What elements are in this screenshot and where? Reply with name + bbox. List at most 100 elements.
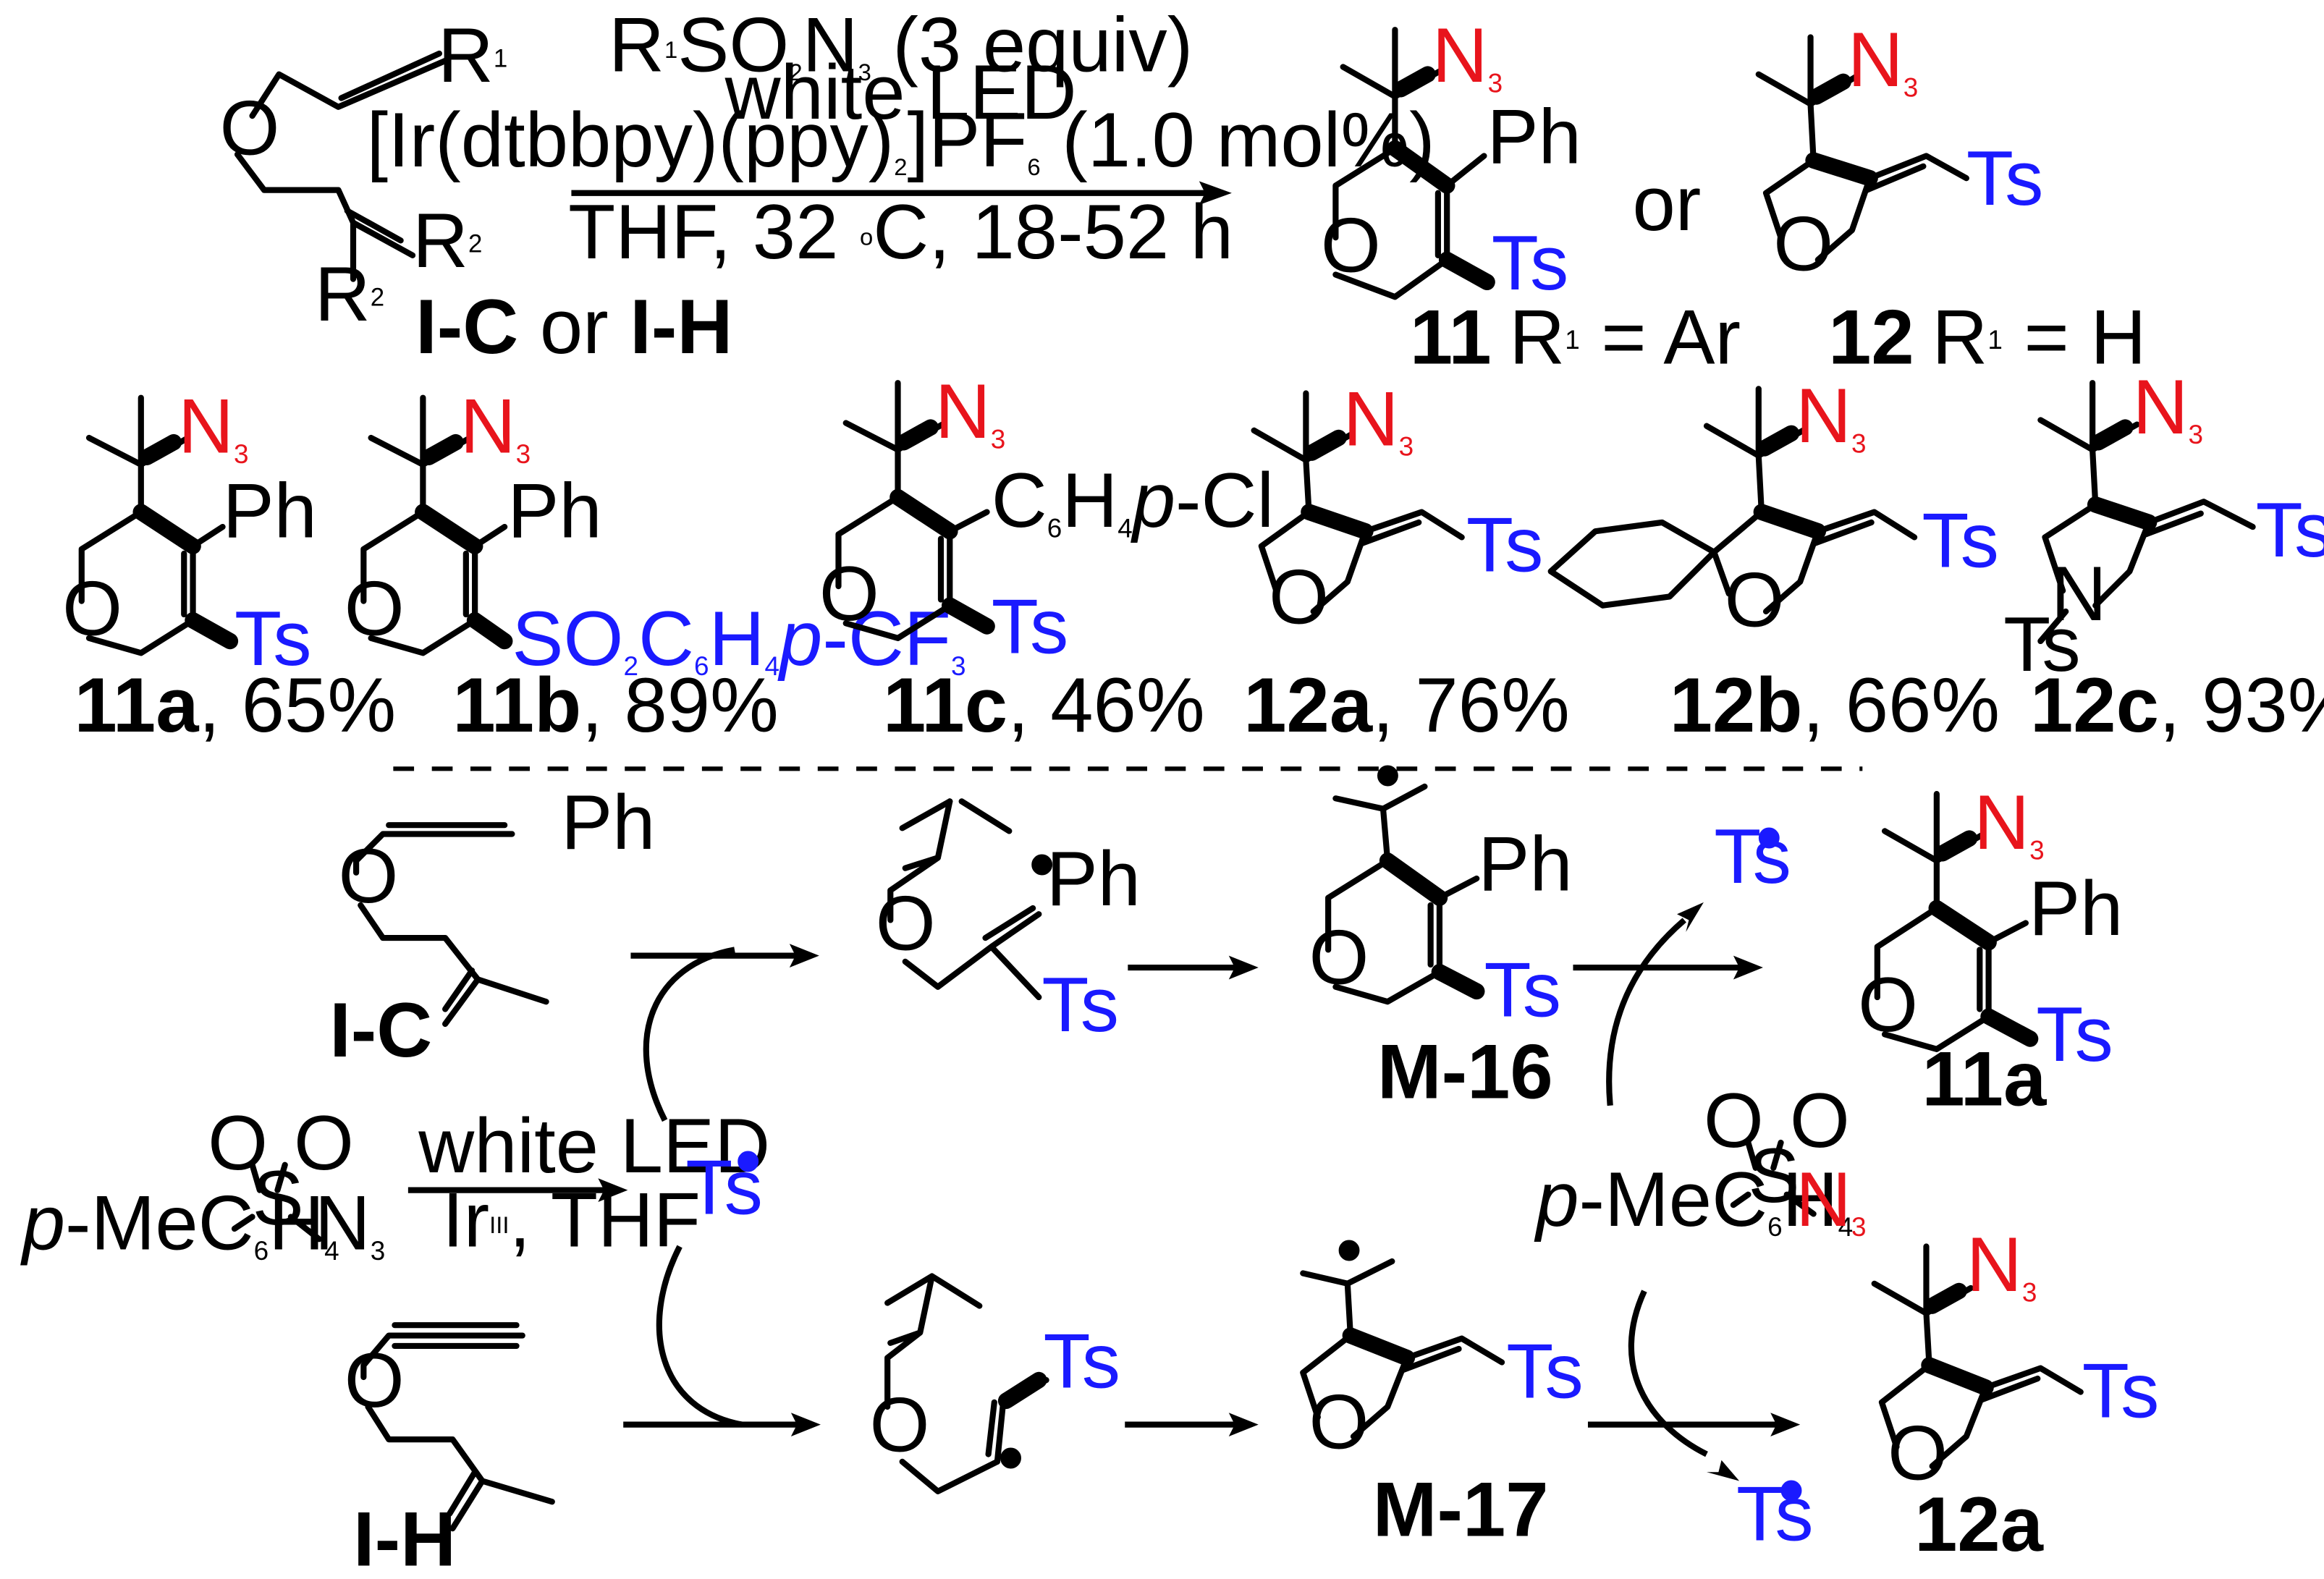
svg-text:O: O [819, 550, 879, 637]
svg-text:Ts: Ts [1466, 501, 1544, 588]
svg-text:p-MeC6H4: p-MeC6H4 [1534, 1156, 1853, 1243]
svg-text:•: • [1335, 1206, 1362, 1293]
svg-text:Ts: Ts [1492, 219, 1569, 306]
svg-text:I-H: I-H [353, 1495, 456, 1579]
svg-text:p-MeC6H4: p-MeC6H4 [20, 1180, 339, 1266]
svg-text:N3: N3 [1966, 1221, 2037, 1308]
reaction-conditions: R1SO2N3 (3 equiv) white LED [Ir(dtbbpy)(… [367, 1, 1435, 275]
svg-text:O: O [1773, 200, 1833, 287]
or-label: or [1632, 160, 1701, 247]
svg-text:Ph: Ph [1478, 820, 1572, 907]
svg-text:11a, 65%: 11a, 65% [75, 661, 397, 748]
svg-text:N3: N3 [1796, 1156, 1867, 1243]
svg-text:C6H4p-Cl: C6H4p-Cl [992, 457, 1275, 543]
ts-radical-center: Ts [685, 1143, 763, 1230]
svg-text:O: O [1309, 1378, 1369, 1465]
mech-vinyl-radical-lower: O Ts • [870, 1273, 1120, 1501]
svg-text:11a: 11a [1922, 1036, 2047, 1122]
svg-text:R1: R1 [438, 12, 507, 98]
svg-text:12a: 12a [1914, 1481, 2044, 1567]
svg-text:11b, 89%: 11b, 89% [452, 661, 778, 748]
svg-text:SO2C6H4p-CF3: SO2C6H4p-CF3 [512, 595, 965, 682]
mech-tsn3-right: O O S p-MeC6H4 N3 [1534, 1077, 1866, 1243]
mech-product-11a: N3 Ph O Ts 11a [1858, 779, 2123, 1122]
mech-product-12a: N3 O Ts 12a [1871, 1221, 2160, 1567]
product-11b: N3 Ph O SO2C6H4p-CF3 11b, 89% [345, 383, 966, 748]
svg-text:Ph: Ph [561, 779, 655, 865]
svg-text:12a, 76%: 12a, 76% [1243, 661, 1570, 748]
product-12b: N3 O Ts 12b, 66% [1547, 372, 2000, 748]
svg-text:N3: N3 [460, 383, 531, 470]
svg-text:M-16: M-16 [1377, 1028, 1553, 1114]
svg-text:11c, 46%: 11c, 46% [883, 661, 1205, 748]
mech-M-17: • O Ts M-17 [1300, 1206, 1584, 1552]
svg-text:Ts: Ts [1484, 947, 1561, 1033]
svg-text:N3: N3 [1974, 779, 2045, 865]
ts-radical-out-2: Ts [1736, 1470, 1814, 1557]
svg-text:N: N [2051, 550, 2107, 637]
mech-I-H: O I-H [345, 1322, 555, 1579]
product-12a: N3 O Ts 12a, 76% [1243, 375, 1570, 748]
svg-text:O: O [1321, 201, 1381, 288]
product-11c: N3 C6H4p-Cl O Ts 11c, 46% [819, 368, 1274, 748]
svg-text:•: • [997, 1414, 1024, 1501]
starting-material-label: I-C or I-H [415, 283, 732, 370]
svg-text:12c, 93%: 12c, 93% [2030, 661, 2324, 748]
starting-material-structure: R1 O R2 R2 I-C or I-H [219, 12, 732, 370]
svg-text:Ph: Ph [1047, 835, 1141, 922]
svg-text:O: O [208, 1099, 268, 1186]
svg-text:N3: N3 [2132, 363, 2203, 450]
svg-text:Ph: Ph [223, 467, 317, 554]
svg-text:R2: R2 [315, 250, 384, 337]
svg-text:Ts: Ts [2256, 486, 2324, 573]
svg-text:O: O [876, 879, 936, 966]
svg-text:O: O [1888, 1409, 1948, 1496]
svg-text:M-17: M-17 [1373, 1465, 1549, 1552]
svg-text:O: O [1309, 914, 1369, 1001]
svg-text:N3: N3 [1848, 16, 1919, 103]
svg-text:O: O [345, 565, 405, 652]
svg-text:Ts: Ts [234, 595, 312, 682]
reagent-light: white LED [724, 48, 1077, 135]
svg-text:Ts: Ts [2036, 991, 2113, 1078]
svg-text:N3: N3 [1796, 372, 1867, 459]
svg-text:O: O [1790, 1077, 1850, 1164]
catalyst: [Ir(dtbbpy)(ppy)2]PF6 (1.0 mol%) [367, 96, 1435, 183]
svg-text:Ph: Ph [1487, 93, 1581, 180]
svg-text:S: S [1748, 1132, 1799, 1219]
svg-text:white LED: white LED [418, 1102, 770, 1189]
svg-text:O: O [62, 565, 122, 652]
svg-text:O: O [1269, 553, 1329, 640]
mech-M-16: • Ph O Ts M-16 [1309, 731, 1572, 1114]
svg-text:N3: N3 [178, 383, 249, 470]
svg-text:Ts: Ts [2003, 601, 2081, 687]
mech-vinyl-radical-upper: O Ph Ts • [876, 798, 1141, 1048]
product-11a: N3 Ph O Ts 11a, 65% [62, 383, 396, 748]
svg-text:O: O [1858, 961, 1918, 1048]
svg-text:Ts: Ts [1966, 135, 2044, 221]
reagent-azide: R1SO2N3 (3 equiv) [609, 1, 1193, 88]
svg-text:N3: N3 [315, 1180, 386, 1266]
svg-text:O: O [870, 1381, 930, 1468]
svg-text:Ts: Ts [2082, 1347, 2160, 1434]
svg-text:•: • [1028, 820, 1055, 907]
svg-text:•: • [1756, 794, 1783, 881]
ts-radical-out-1: Ts [1714, 813, 1791, 899]
initiation-step: white LED IrIII, THF Ts • [407, 1102, 770, 1263]
svg-text:•: • [735, 1117, 761, 1204]
svg-text:Ts: Ts [992, 583, 1069, 669]
svg-text:Ph: Ph [507, 467, 601, 554]
svg-text:O: O [1704, 1077, 1764, 1164]
svg-text:Ph: Ph [2029, 865, 2123, 952]
oxygen-atom: O [219, 84, 279, 171]
svg-text:O: O [339, 832, 399, 919]
svg-text:12b, 66%: 12b, 66% [1670, 661, 2000, 748]
svg-text:I-C: I-C [329, 986, 432, 1073]
svg-text:Ts: Ts [1043, 1317, 1120, 1404]
product-12c: N3 N Ts Ts 12c, 93% [2003, 363, 2324, 748]
svg-text:•: • [1778, 1447, 1804, 1533]
svg-text:Ts: Ts [1506, 1328, 1584, 1415]
